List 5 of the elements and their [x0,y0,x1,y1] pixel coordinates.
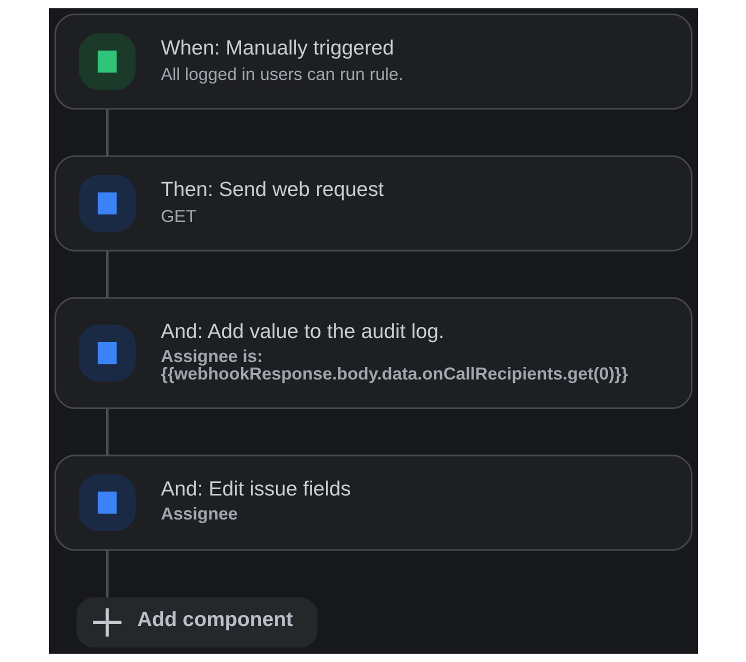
node-box: Add component [76,597,318,648]
connector [106,250,108,298]
connector [106,550,108,598]
connector [106,408,108,456]
connector [106,108,108,156]
